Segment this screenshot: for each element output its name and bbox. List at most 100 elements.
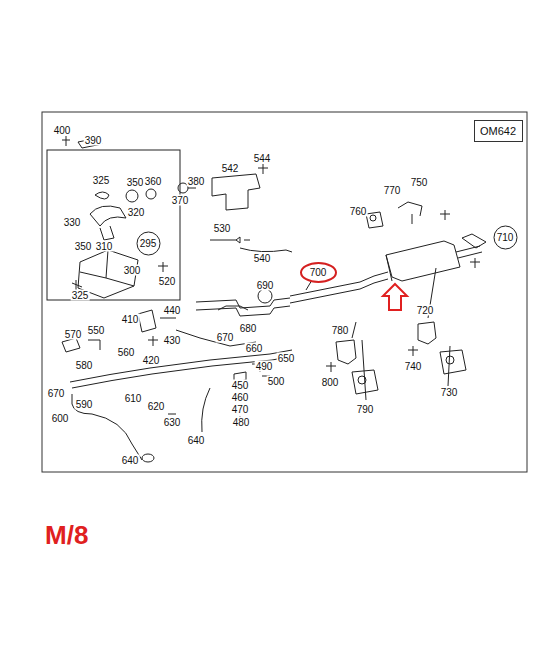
callout-number: 530 xyxy=(213,223,232,234)
bolt xyxy=(258,164,268,174)
hanger-bracket xyxy=(398,202,422,224)
front-pipe xyxy=(196,298,290,316)
node-text: 710 xyxy=(493,232,518,243)
callout-number: 500 xyxy=(267,376,286,387)
callout-number: 590 xyxy=(75,399,94,410)
clamp xyxy=(258,289,272,303)
sensor-wire xyxy=(240,248,292,252)
callout-number: 544 xyxy=(253,153,272,164)
sensor xyxy=(210,237,250,243)
bolt xyxy=(158,262,168,272)
callout-number: 740 xyxy=(404,361,423,372)
callout-number: 360 xyxy=(144,176,163,187)
callout-number: 310 xyxy=(95,241,114,252)
callout-number: 490 xyxy=(255,361,274,372)
callout-number: 350 xyxy=(126,177,145,188)
callout-number: 610 xyxy=(124,393,143,404)
callout-number: 650 xyxy=(277,353,296,364)
outline-shape xyxy=(137,232,160,255)
outline-shape xyxy=(494,226,517,249)
tail-pipe xyxy=(456,234,486,258)
callout-number: 390 xyxy=(84,135,103,146)
callout-number: 460 xyxy=(231,392,250,403)
callout-number: 370 xyxy=(171,195,190,206)
engine-code-box: OM642 xyxy=(474,120,523,142)
highlight-arrow xyxy=(383,284,407,310)
bolt xyxy=(440,210,450,220)
callout-number: 640 xyxy=(121,455,140,466)
rear-muffler xyxy=(386,241,460,281)
callout-number: 630 xyxy=(163,417,182,428)
hanger-bracket xyxy=(336,340,356,364)
bolt xyxy=(148,336,158,346)
inset-frame xyxy=(47,150,180,300)
callout-number: 320 xyxy=(127,207,146,218)
clamp-seals xyxy=(95,189,156,202)
callout-number: 670 xyxy=(216,332,235,343)
pressure-line xyxy=(70,350,292,382)
callout-number: 680 xyxy=(239,323,258,334)
callout-number: 480 xyxy=(232,417,251,428)
hose-clamp xyxy=(142,454,154,462)
mount-bracket xyxy=(212,174,260,210)
pressure-sensor xyxy=(62,338,100,352)
callout-number: 440 xyxy=(163,305,182,316)
callout-number: 570 xyxy=(64,329,83,340)
callout-number: 400 xyxy=(53,125,72,136)
callout-circle: 710 xyxy=(493,225,518,250)
pressure-line xyxy=(72,356,294,388)
rubber-hanger xyxy=(366,212,383,228)
callout-number: 450 xyxy=(231,380,250,391)
callout-number: 430 xyxy=(163,335,182,346)
callout-number: 330 xyxy=(63,217,82,228)
callout-number: 325 xyxy=(92,175,111,186)
callout-number: 690 xyxy=(256,280,275,291)
callout-number: 380 xyxy=(187,176,206,187)
callout-number: 520 xyxy=(158,276,177,287)
bolt xyxy=(326,362,336,372)
leader-line xyxy=(306,268,450,400)
callout-number: 350 xyxy=(74,241,93,252)
callout-number: 560 xyxy=(117,347,136,358)
callout-number: 790 xyxy=(356,404,375,415)
callout-number: 550 xyxy=(87,325,106,336)
highlight-ellipse: 700 xyxy=(300,262,337,283)
callout-number: 542 xyxy=(221,163,240,174)
callout-number: 800 xyxy=(321,377,340,388)
callout-number: 470 xyxy=(231,404,250,415)
figure-code: M/8 xyxy=(44,520,89,550)
flex-section xyxy=(218,306,248,310)
callout-number: 660 xyxy=(245,343,264,354)
callout-number: 750 xyxy=(410,177,429,188)
callout-number: 730 xyxy=(440,387,459,398)
node-text: OM642 xyxy=(475,125,522,137)
callout-number: 540 xyxy=(253,253,272,264)
callout-number: 420 xyxy=(142,355,161,366)
hanger-bracket xyxy=(418,322,436,344)
callout-number: 670 xyxy=(47,388,66,399)
callout-number: 580 xyxy=(75,360,94,371)
callout-number: 410 xyxy=(121,314,140,325)
bolt xyxy=(408,346,418,356)
rubber-hanger xyxy=(440,350,466,374)
node-text: 295 xyxy=(136,238,161,249)
callout-number: 325 xyxy=(71,290,90,301)
bolt xyxy=(470,258,480,268)
callout-number: 760 xyxy=(349,206,368,217)
callout-circle: 295 xyxy=(136,231,161,256)
callout-number: 780 xyxy=(331,325,350,336)
elbow-pipe xyxy=(90,206,126,240)
callout-number: 300 xyxy=(123,265,142,276)
hose xyxy=(72,394,142,460)
outer-frame xyxy=(42,112,527,472)
callout-number: 600 xyxy=(51,413,70,424)
callout-number: 620 xyxy=(147,401,166,412)
hose xyxy=(202,388,210,432)
node-text: 700 xyxy=(300,267,337,278)
outline-shape xyxy=(301,263,336,282)
callout-number: 640 xyxy=(187,435,206,446)
bolt xyxy=(72,280,82,290)
